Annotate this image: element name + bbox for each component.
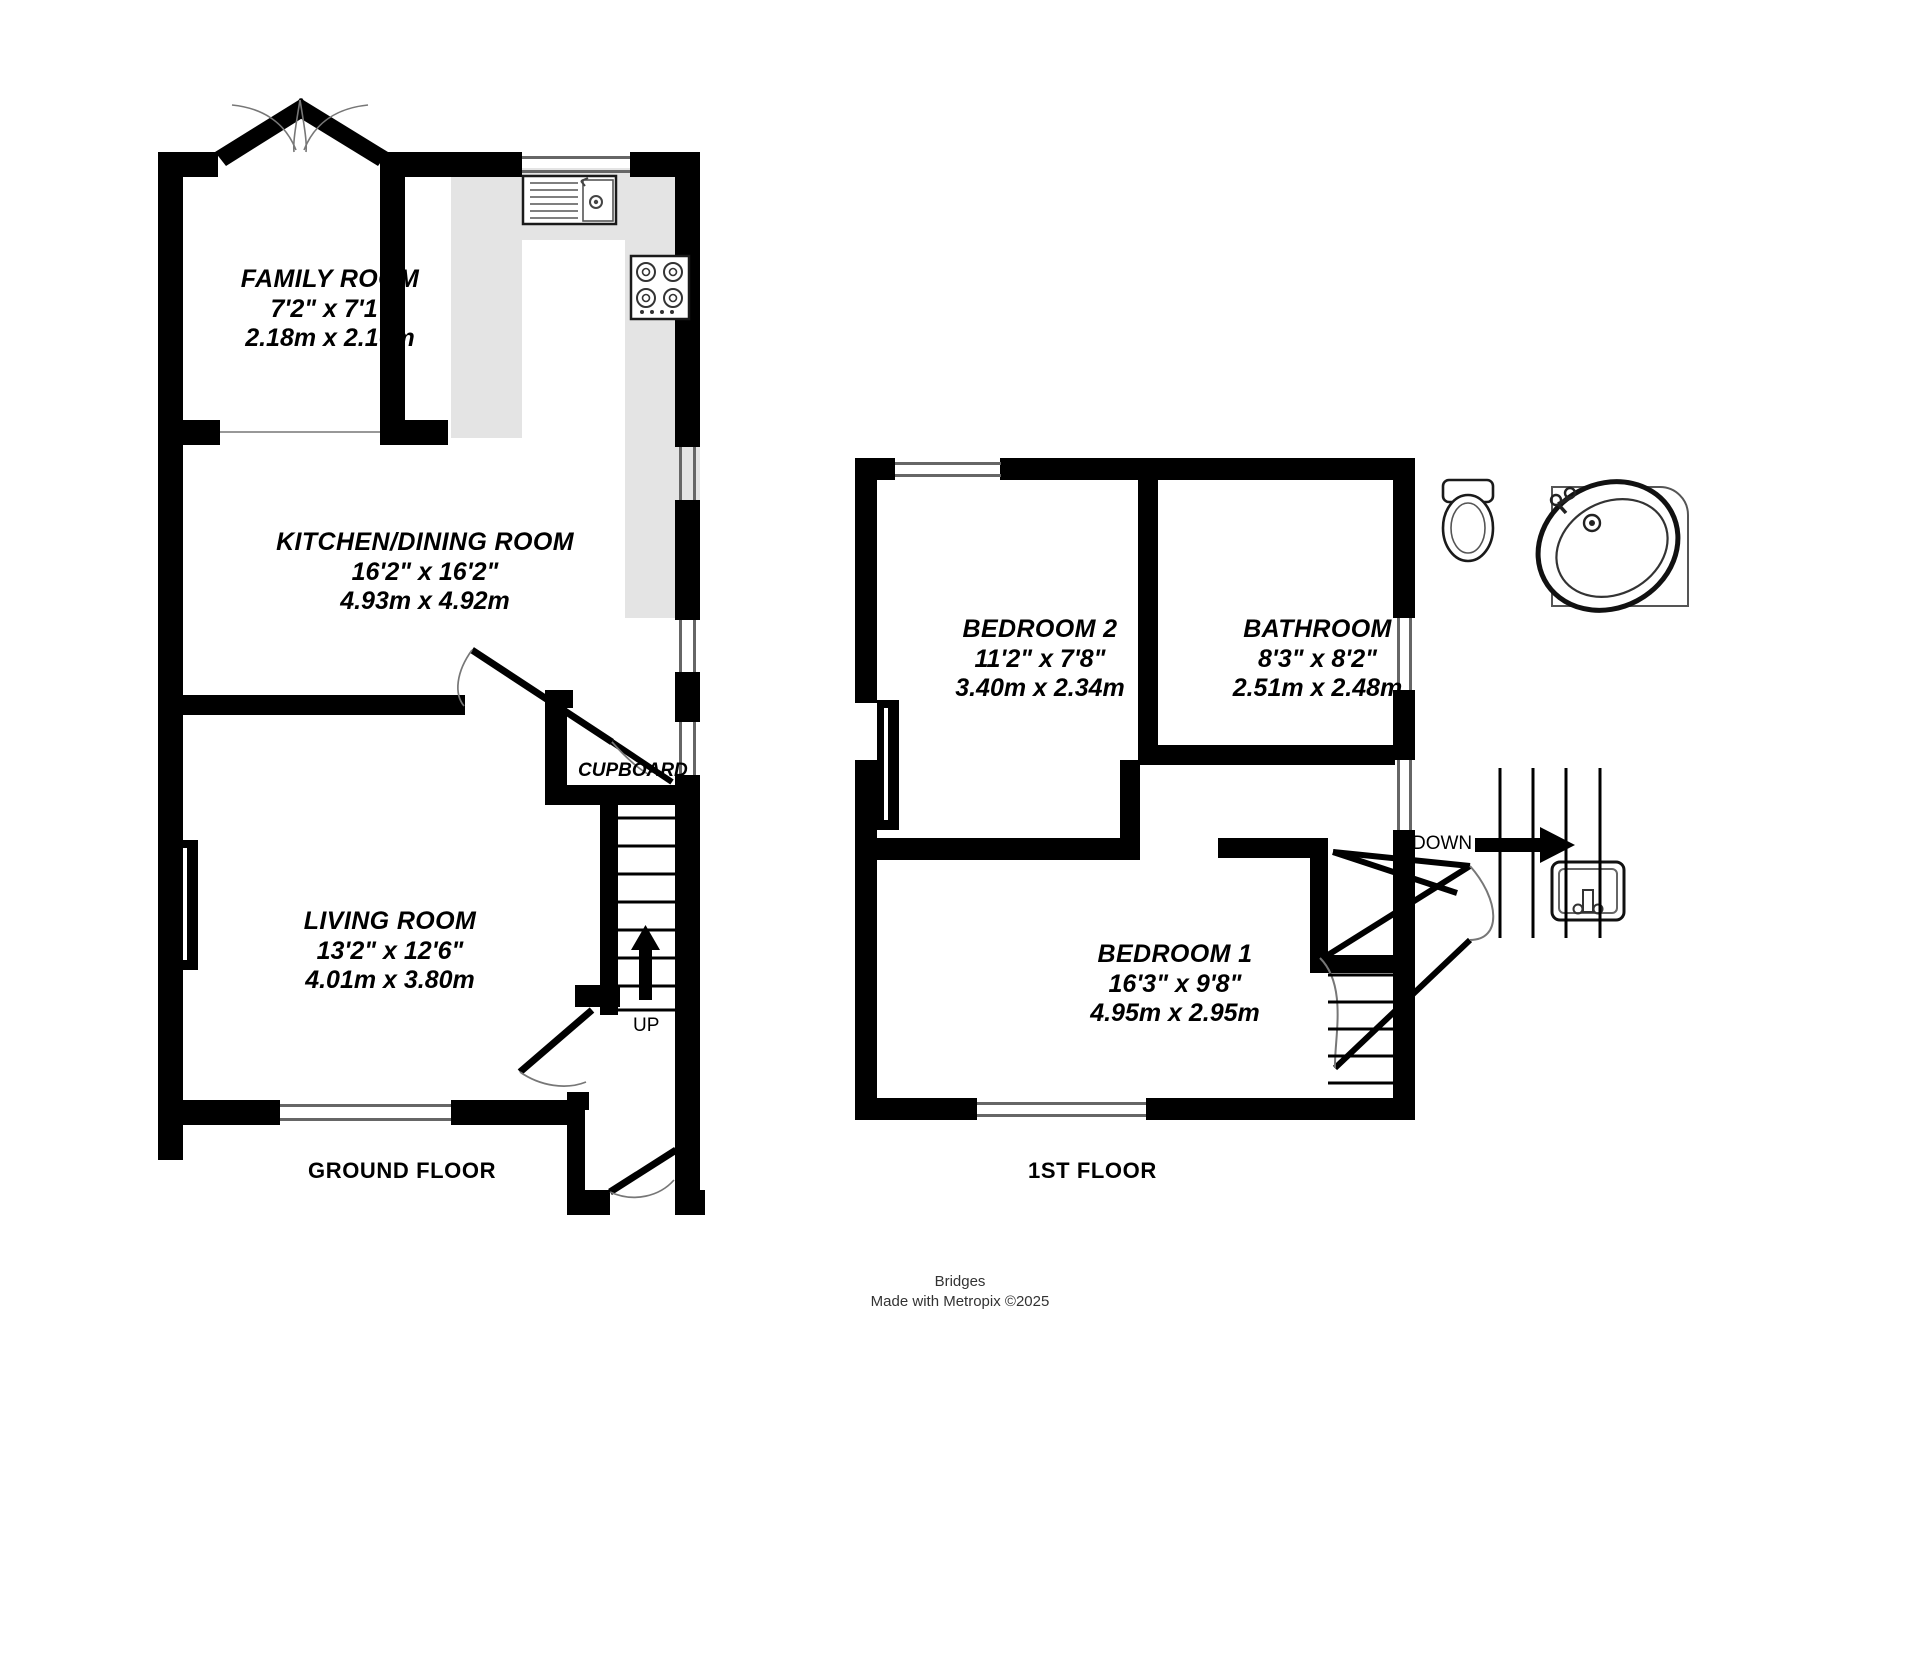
room-label-family-room: FAMILY ROOM 7'2" x 7'1" 2.18m x 2.16m: [160, 265, 500, 354]
room-label-kitchen-dining-room: KITCHEN/DINING ROOM 16'2" x 16'2" 4.93m …: [180, 528, 670, 617]
room-dim-imperial: 13'2" x 12'6": [316, 936, 464, 965]
ground-floor-stairs: [600, 816, 700, 1012]
credit-company: Bridges: [934, 1273, 986, 1290]
credit-block: Bridges Made with Metropix ©2025: [0, 1272, 1920, 1313]
room-name: BEDROOM 2: [962, 615, 1118, 643]
family-room-bay-walls: [215, 98, 388, 433]
room-dim-metric: 3.40m x 2.34m: [955, 674, 1125, 702]
annotation-cupboard: CUPBOARD: [578, 760, 688, 781]
floor-label-ground: GROUND FLOOR: [308, 1158, 497, 1183]
room-name: BEDROOM 1: [1097, 940, 1253, 968]
room-label-bedroom-1: BEDROOM 1 16'3" x 9'8" 4.95m x 2.95m: [965, 940, 1385, 1029]
room-dim-metric: 4.01m x 3.80m: [305, 966, 475, 994]
room-label-bedroom-2: BEDROOM 2 11'2" x 7'8" 3.40m x 2.34m: [880, 615, 1200, 704]
ground-floor-doors: [457, 647, 678, 1199]
kitchen-sink: [521, 174, 618, 226]
room-name: BATHROOM: [1243, 615, 1392, 643]
room-label-bathroom: BATHROOM 8'3" x 8'2" 2.51m x 2.48m: [1110, 615, 1525, 704]
room-dim-imperial: 16'2" x 16'2": [351, 557, 499, 586]
room-dim-metric: 4.93m x 4.92m: [340, 587, 510, 615]
room-dim-imperial: 7'2" x 7'1": [270, 294, 390, 323]
ground-floor-walls: [158, 152, 705, 1215]
room-dim-metric: 4.95m x 2.95m: [1090, 999, 1260, 1027]
annotation-down: DOWN: [1412, 833, 1473, 854]
room-label-living-room: LIVING ROOM 13'2" x 12'6" 4.01m x 3.80m: [180, 907, 600, 996]
room-name: LIVING ROOM: [303, 907, 477, 935]
kitchen-hob: [629, 254, 691, 321]
room-dim-imperial: 11'2" x 7'8": [974, 644, 1106, 673]
room-name: FAMILY ROOM: [240, 265, 420, 293]
room-name: KITCHEN/DINING ROOM: [276, 528, 574, 556]
floor-label-first: 1ST FLOOR: [1028, 1158, 1157, 1183]
room-dim-imperial: 16'3" x 9'8": [1108, 969, 1242, 998]
annotation-up: UP: [633, 1015, 660, 1036]
up-arrow-icon: [631, 925, 660, 1000]
credit-maker: Made with Metropix ©2025: [870, 1293, 1050, 1311]
room-dim-metric: 2.51m x 2.48m: [1232, 674, 1403, 702]
room-dim-metric: 2.18m x 2.16m: [245, 324, 415, 352]
room-dim-imperial: 8'3" x 8'2": [1257, 644, 1377, 673]
